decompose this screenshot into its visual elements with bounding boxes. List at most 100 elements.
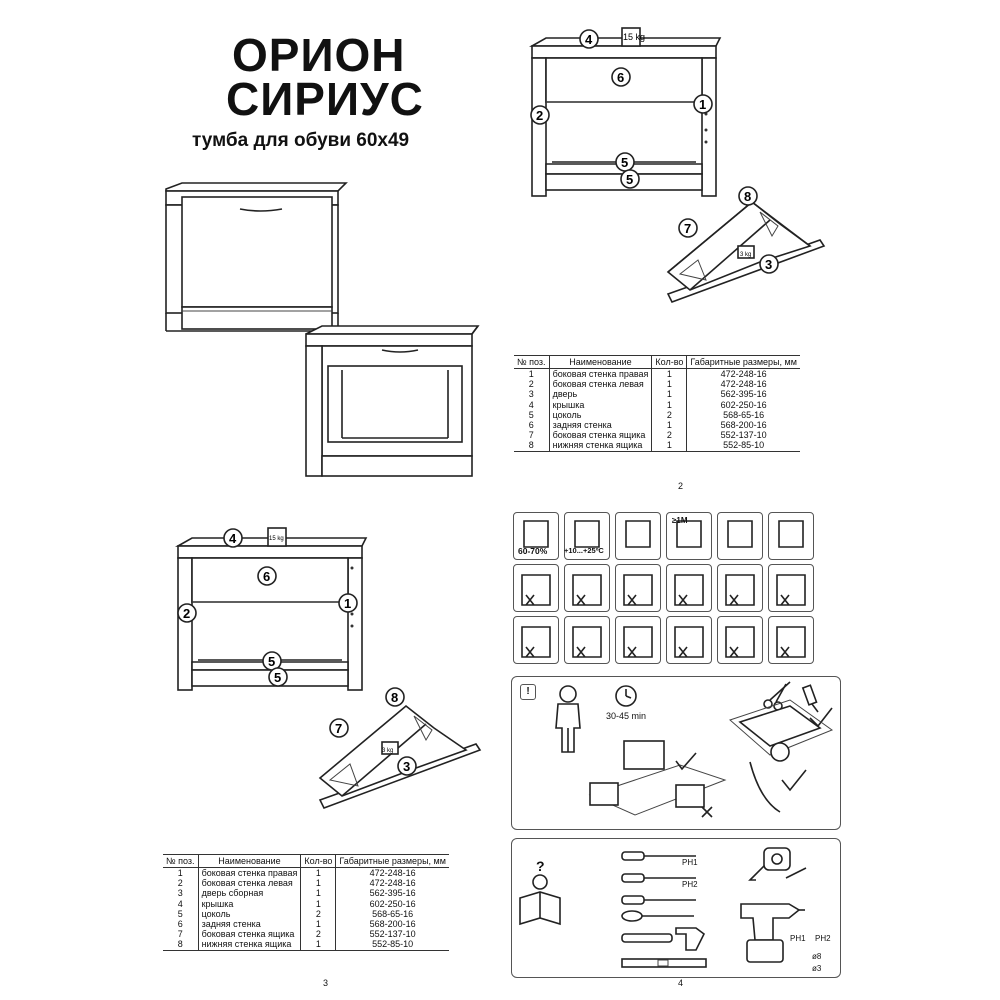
awl-icon xyxy=(621,910,694,922)
page-number-3: 3 xyxy=(323,978,329,988)
humidity-icon xyxy=(513,512,559,560)
no-climb-icon xyxy=(513,564,559,612)
svg-text:8: 8 xyxy=(744,189,751,204)
svg-text:2: 2 xyxy=(536,108,543,123)
parts-cell: 6 xyxy=(177,919,183,930)
cutting-surface-drawing xyxy=(729,699,834,813)
svg-text:6: 6 xyxy=(617,70,624,85)
parts-cell: 552-137-10 xyxy=(686,430,800,441)
clock-icon xyxy=(717,616,763,664)
no-push-icon xyxy=(666,616,712,664)
parts-cell: 1 xyxy=(300,919,336,930)
parts-cell: 4 xyxy=(528,399,534,410)
svg-text:15 kg: 15 kg xyxy=(623,32,645,42)
title-sirius: СИРИУС xyxy=(226,73,424,125)
drill-ph1-label: PH1 xyxy=(790,934,806,943)
parts-cell: задняя стенка xyxy=(197,919,301,930)
ph1-label: PH1 xyxy=(682,858,698,867)
parts-cell: 1 xyxy=(651,440,687,452)
parts-cell: 5 xyxy=(528,409,534,420)
parts-cell: 2 xyxy=(528,379,534,390)
svg-text:5: 5 xyxy=(621,155,628,170)
parts-cell: цоколь xyxy=(197,908,301,920)
parts-cell: боковая стенка левая xyxy=(548,379,652,390)
svg-text:7: 7 xyxy=(335,721,342,736)
parts-cell: 8 xyxy=(163,939,199,951)
parts-cell: 568-65-16 xyxy=(686,409,800,421)
page-number-2: 2 xyxy=(678,481,684,491)
svg-text:3: 3 xyxy=(403,759,410,774)
drill-ph2-label: PH2 xyxy=(815,934,831,943)
question-mark: ? xyxy=(536,858,545,874)
parts-cell: 472-248-16 xyxy=(335,867,449,879)
assembly-diagram-page2 xyxy=(528,37,826,303)
parts-cell: 1 xyxy=(651,420,687,431)
warning-badge: ! xyxy=(520,684,536,700)
product-subtitle: тумба для обуви 60x49 xyxy=(192,130,410,151)
no-stack-icon xyxy=(615,564,661,612)
tape-measure-icon xyxy=(748,847,807,881)
svg-text:5: 5 xyxy=(274,670,281,685)
no-hang-icon xyxy=(717,564,763,612)
svg-text:3 kg: 3 kg xyxy=(382,748,393,754)
parts-cell: 552-137-10 xyxy=(335,929,449,940)
heater-distance-icon xyxy=(666,512,712,560)
knife-icon xyxy=(801,684,819,713)
parts-cell: 1 xyxy=(300,939,336,951)
svg-text:3 kg: 3 kg xyxy=(740,252,751,258)
ph2-label: PH2 xyxy=(682,880,698,889)
reading-manual-figure xyxy=(519,874,561,926)
parts-cell: задняя стенка xyxy=(548,420,652,431)
parts-cell: 7 xyxy=(177,929,183,940)
drill-icon xyxy=(740,903,805,963)
parts-cell: дверь сборная xyxy=(197,888,301,899)
title-orion: ОРИОН xyxy=(232,29,406,81)
sunlight-icon xyxy=(615,512,661,560)
no-drop-icon xyxy=(564,616,610,664)
parts-cell: 3 xyxy=(528,389,534,400)
svg-text:1: 1 xyxy=(699,97,706,112)
window-icon xyxy=(717,512,763,560)
svg-text:2: 2 xyxy=(183,606,190,621)
svg-text:1: 1 xyxy=(344,596,351,611)
parts-cell: 4 xyxy=(177,898,183,909)
parts-cell: 568-200-16 xyxy=(686,420,800,431)
temperature-label: +10...+25ºC xyxy=(564,546,604,555)
parts-cell: 2 xyxy=(300,908,336,920)
parts-cell: 562-395-16 xyxy=(686,389,800,400)
assembler-figure xyxy=(555,685,581,753)
parts-cell: боковая стенка правая xyxy=(197,867,301,879)
hammer-icon xyxy=(621,927,706,951)
distance-label: ≥1M xyxy=(672,516,688,525)
no-stand-icon xyxy=(513,616,559,664)
svg-text:3: 3 xyxy=(765,257,772,272)
thermometer-icon xyxy=(564,512,610,560)
level-icon xyxy=(621,958,707,968)
parts-cell: боковая стенка правая xyxy=(548,368,652,380)
no-lean-icon xyxy=(666,564,712,612)
parts-cell: 1 xyxy=(300,867,336,879)
screwdriver-icon xyxy=(621,851,696,905)
parts-cell: боковая стенка ящика xyxy=(548,430,652,441)
parts-cell: 8 xyxy=(514,440,550,452)
clock-icon xyxy=(615,685,637,707)
scissors-icon xyxy=(768,616,814,664)
no-wet-icon xyxy=(768,564,814,612)
parts-cell: 1 xyxy=(177,868,183,878)
parts-cell: 562-395-16 xyxy=(335,888,449,899)
parts-cell: 1 xyxy=(651,368,687,380)
parts-cell: 602-250-16 xyxy=(335,898,449,909)
parts-cell: дверь xyxy=(548,389,652,400)
parts-cell: 552-85-10 xyxy=(335,939,449,951)
